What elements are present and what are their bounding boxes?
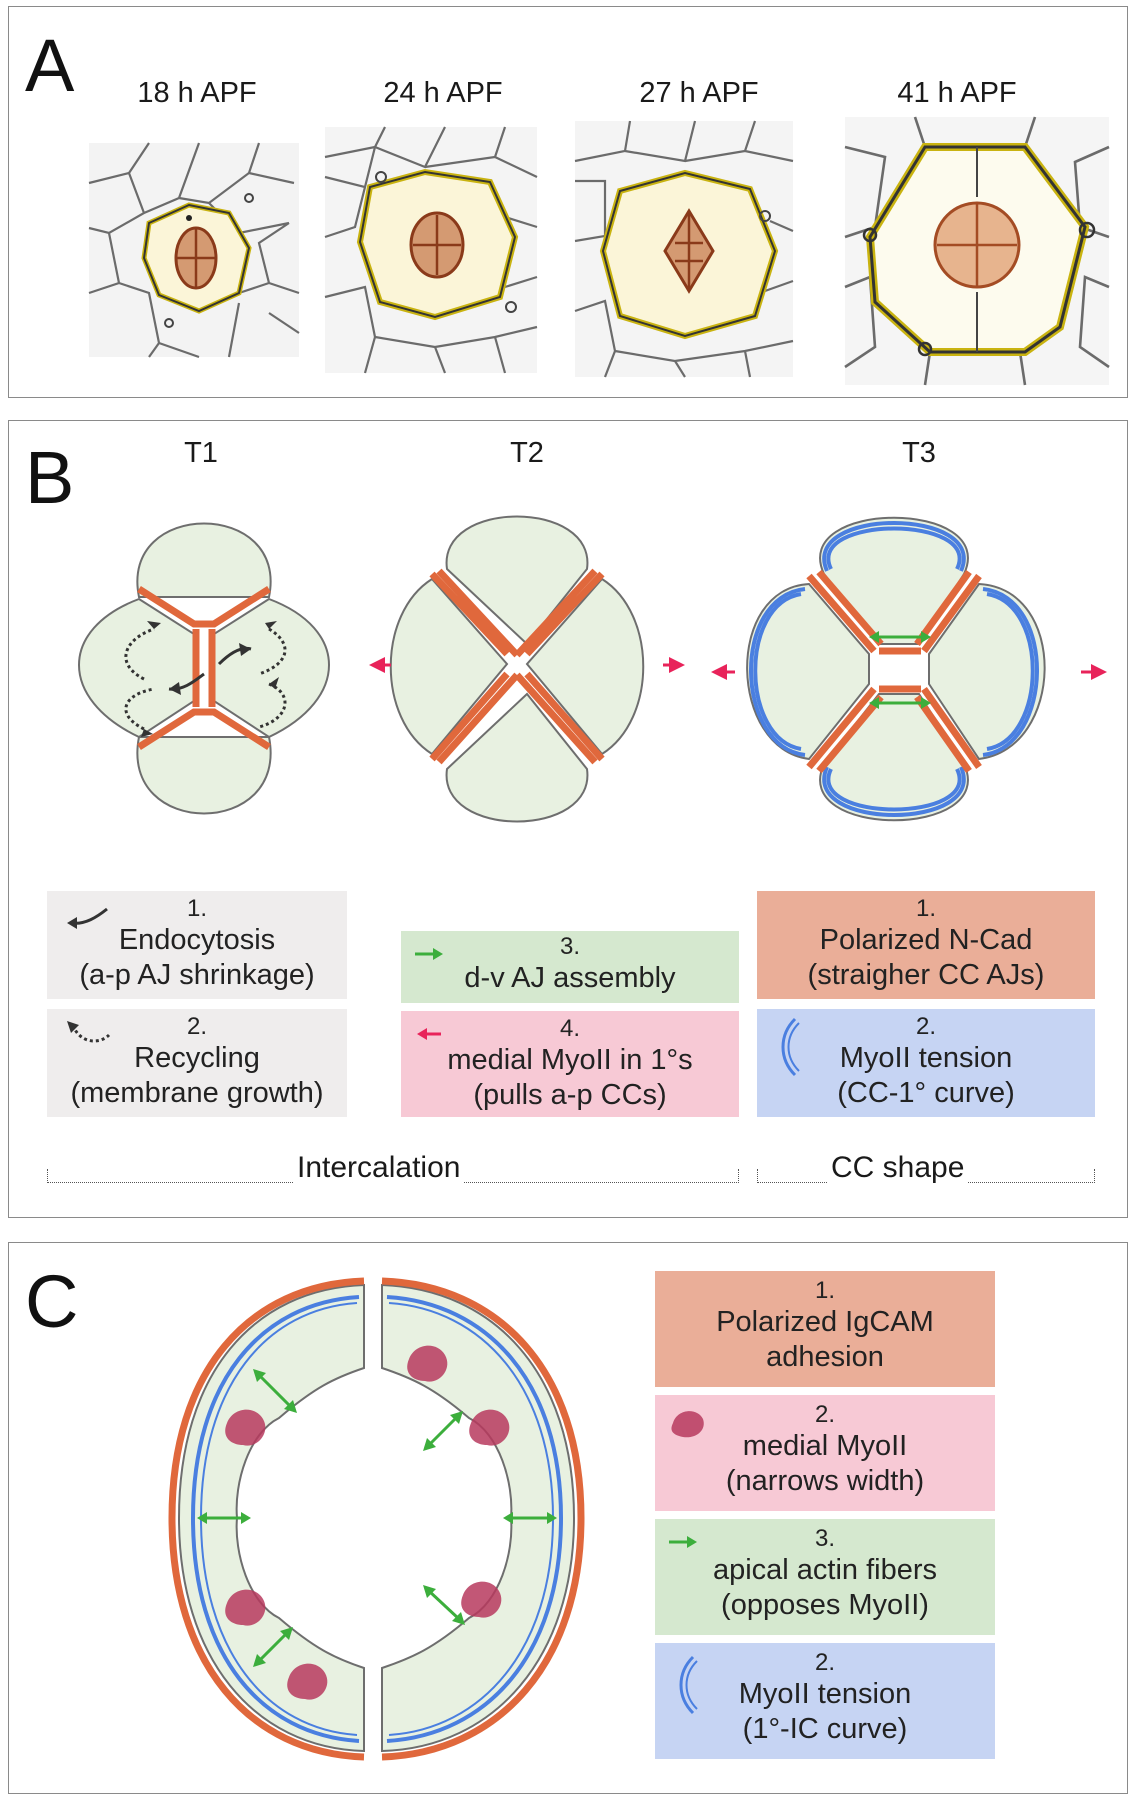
diagram-c-ring — [168, 1277, 585, 1761]
recycling-line1: Recycling — [134, 1042, 260, 1074]
actin-line1: apical actin fibers — [712, 1554, 938, 1586]
legend-recycling: 2. Recycling (membrane growth) — [47, 1009, 347, 1117]
medial-myoii-line2: (pulls a-p CCs) — [473, 1079, 667, 1111]
tension-c-line2: (1°-IC curve) — [742, 1713, 908, 1745]
actin-num: 3. — [814, 1525, 835, 1552]
micrograph-41h — [844, 116, 1110, 386]
polarized-ncad-line2: (straigher CC AJs) — [807, 959, 1045, 991]
diagram-t3 — [711, 516, 1107, 822]
myoii-tension-icon — [781, 1017, 800, 1077]
legend-polarized-ncad: 1. Polarized N-Cad (straigher CC AJs) — [757, 891, 1095, 999]
endocytosis-line2: (a-p AJ shrinkage) — [79, 959, 315, 991]
myoii-tension-num: 2. — [915, 1013, 936, 1040]
timepoint-label-1: 18 h APF — [137, 77, 257, 109]
panel-a: A 18 h APF 24 h APF 27 h APF 41 h APF — [8, 6, 1128, 398]
green-arrow-icon-c — [669, 1536, 697, 1548]
medial-myoii-line1: medial MyoII in 1°s — [447, 1044, 693, 1076]
medial-myoii-c-num: 2. — [814, 1401, 835, 1428]
diagram-t1 — [78, 522, 330, 815]
panel-c-letter: C — [25, 1260, 79, 1343]
panel-b: B T1 T2 T3 — [8, 420, 1128, 1218]
diagram-t2 — [369, 515, 685, 823]
medial-myoii-c-line2: (narrows width) — [725, 1465, 925, 1497]
dv-assembly-line1: d-v AJ assembly — [464, 962, 676, 994]
recycling-num: 2. — [186, 1013, 207, 1040]
igcam-line2: adhesion — [766, 1341, 884, 1373]
endocytosis-arrow-icon — [67, 907, 108, 929]
igcam-num: 1. — [814, 1277, 835, 1304]
recycling-line2: (membrane growth) — [70, 1077, 324, 1109]
stage-label-t3: T3 — [902, 437, 936, 469]
pink-arrow-icon — [417, 1028, 441, 1040]
myoii-tension-line2: (CC-1° curve) — [837, 1077, 1015, 1109]
legend-actin: 3. apical actin fibers (opposes MyoII) — [655, 1519, 995, 1635]
myoii-tension-icon-c — [679, 1655, 698, 1715]
endocytosis-num: 1. — [186, 895, 207, 922]
recycling-arrow-icon — [67, 1021, 111, 1043]
legend-myoii-tension: 2. MyoII tension (CC-1° curve) — [757, 1009, 1095, 1117]
legend-tension-c: 2. MyoII tension (1°-IC curve) — [655, 1643, 995, 1759]
legend-igcam: 1. Polarized IgCAM adhesion — [655, 1271, 995, 1387]
green-arrow-icon — [415, 948, 443, 960]
micrograph-27h — [574, 120, 794, 378]
legend-dv-assembly: 3. d-v AJ assembly — [401, 931, 739, 1003]
tension-c-line1: MyoII tension — [738, 1678, 912, 1710]
timepoint-label-4: 41 h APF — [897, 77, 1017, 109]
micrograph-24h — [324, 126, 538, 374]
panel-b-letter: B — [25, 436, 75, 519]
legend-medial-myoii-c: 2. medial MyoII (narrows width) — [655, 1395, 995, 1511]
actin-line2: (opposes MyoII) — [721, 1589, 929, 1621]
timepoint-label-3: 27 h APF — [639, 77, 759, 109]
legend-endocytosis: 1. Endocytosis (a-p AJ shrinkage) — [47, 891, 347, 999]
medial-myoii-blob-icon — [671, 1411, 704, 1438]
stage-label-t1: T1 — [184, 437, 218, 469]
tension-c-num: 2. — [814, 1649, 835, 1676]
myoii-tension-line1: MyoII tension — [839, 1042, 1013, 1074]
dv-assembly-num: 3. — [559, 933, 580, 960]
endocytosis-line1: Endocytosis — [118, 924, 276, 956]
medial-myoii-c-line1: medial MyoII — [742, 1430, 908, 1462]
timepoint-label-2: 24 h APF — [383, 77, 503, 109]
stage-label-t2: T2 — [510, 437, 544, 469]
micrograph-18h — [88, 142, 300, 359]
igcam-line1: Polarized IgCAM — [716, 1306, 934, 1338]
bracket-label-cc-shape: CC shape — [827, 1151, 969, 1185]
bracket-label-intercalation: Intercalation — [293, 1151, 465, 1185]
medial-myoii-num: 4. — [559, 1015, 580, 1042]
panel-c: C — [8, 1242, 1128, 1794]
polarized-ncad-num: 1. — [915, 895, 936, 922]
legend-medial-myoii: 4. medial MyoII in 1°s (pulls a-p CCs) — [401, 1011, 739, 1117]
polarized-ncad-line1: Polarized N-Cad — [819, 924, 1033, 956]
panel-a-letter: A — [25, 24, 75, 107]
